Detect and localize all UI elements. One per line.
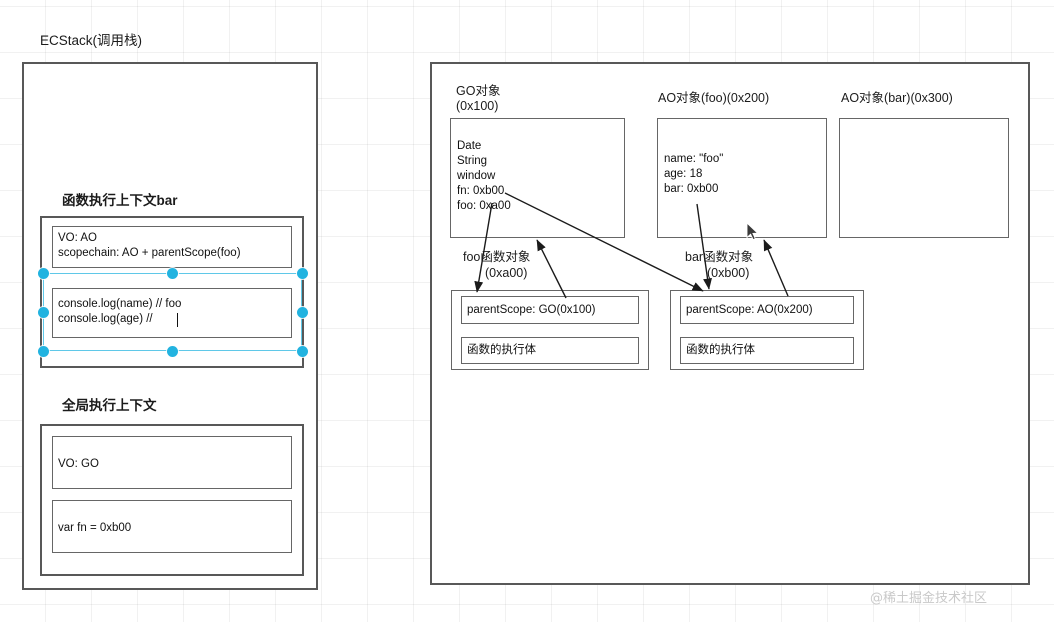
go-object-line-3: window (457, 170, 496, 182)
vo-go-row[interactable]: VO: GO (52, 436, 292, 489)
ao-object-bar-title: AO对象(bar)(0x300) (841, 91, 953, 105)
function-context-label: 函数执行上下文bar (62, 193, 178, 208)
foo-function-object-title-line1: foo函数对象 (463, 250, 531, 264)
mouse-cursor (746, 222, 759, 241)
vo-scopechain-line-2: scopechain: AO + parentScope(foo) (58, 247, 241, 259)
go-object-title-line1: GO对象 (456, 84, 501, 98)
go-object-line-1: Date (457, 140, 482, 152)
global-context-label: 全局执行上下文 (62, 398, 157, 413)
bar-body-text: 函数的执行体 (686, 344, 755, 356)
go-object-title-line2: (0x100) (456, 99, 499, 113)
var-fn-line-1: var fn = 0xb00 (58, 522, 132, 534)
bar-body-row[interactable]: 函数的执行体 (680, 337, 854, 364)
bar-parentscope-row[interactable]: parentScope: AO(0x200) (680, 296, 854, 324)
vo-scopechain-row[interactable]: VO: AO scopechain: AO + parentScope(foo) (52, 226, 292, 268)
foo-function-object-title-line2: (0xa00) (485, 266, 528, 280)
bar-function-object-title-line2: (0xb00) (707, 266, 750, 280)
bar-parentscope-text: parentScope: AO(0x200) (686, 304, 813, 316)
go-object-box[interactable]: Date String window fn: 0xb00 foo: 0xa00 (450, 118, 625, 238)
selection-handle-sw[interactable] (37, 345, 49, 357)
vo-go-line-1: VO: GO (58, 458, 99, 470)
ao-object-foo-line-1: name: "foo" (664, 153, 724, 165)
vo-scopechain-line-1: VO: AO (58, 232, 97, 244)
selection-handle-ne[interactable] (296, 267, 308, 279)
selection-handle-se[interactable] (296, 345, 308, 357)
foo-parentscope-text: parentScope: GO(0x100) (467, 304, 596, 316)
foo-parentscope-row[interactable]: parentScope: GO(0x100) (461, 296, 639, 324)
selection-handle-w[interactable] (37, 306, 49, 318)
ao-object-foo-line-2: age: 18 (664, 168, 703, 180)
selection-handle-nw[interactable] (37, 267, 49, 279)
ao-object-foo-line-3: bar: 0xb00 (664, 183, 719, 195)
ao-object-foo-box[interactable]: name: "foo" age: 18 bar: 0xb00 (657, 118, 827, 238)
foo-body-text: 函数的执行体 (467, 344, 536, 356)
go-object-line-2: String (457, 155, 488, 167)
console-line-1: console.log(name) // foo (58, 298, 182, 310)
go-object-line-4: fn: 0xb00 (457, 185, 505, 197)
console-row[interactable]: console.log(name) // foo console.log(age… (52, 288, 292, 338)
bar-function-object-title-line1: bar函数对象 (685, 250, 754, 264)
console-line-2: console.log(age) // (58, 313, 153, 325)
ao-object-foo-title: AO对象(foo)(0x200) (658, 91, 770, 105)
ecstack-title: ECStack(调用栈) (40, 33, 143, 48)
var-fn-row[interactable]: var fn = 0xb00 (52, 500, 292, 553)
selection-handle-s[interactable] (166, 345, 178, 357)
selection-frame (43, 273, 302, 351)
foo-body-row[interactable]: 函数的执行体 (461, 337, 639, 364)
ao-object-bar-box[interactable] (839, 118, 1009, 238)
text-caret (177, 313, 178, 327)
selection-handle-n[interactable] (166, 267, 178, 279)
watermark: @稀土掘金技术社区 (870, 591, 988, 606)
selection-handle-e[interactable] (296, 306, 308, 318)
go-object-line-5: foo: 0xa00 (457, 200, 511, 212)
